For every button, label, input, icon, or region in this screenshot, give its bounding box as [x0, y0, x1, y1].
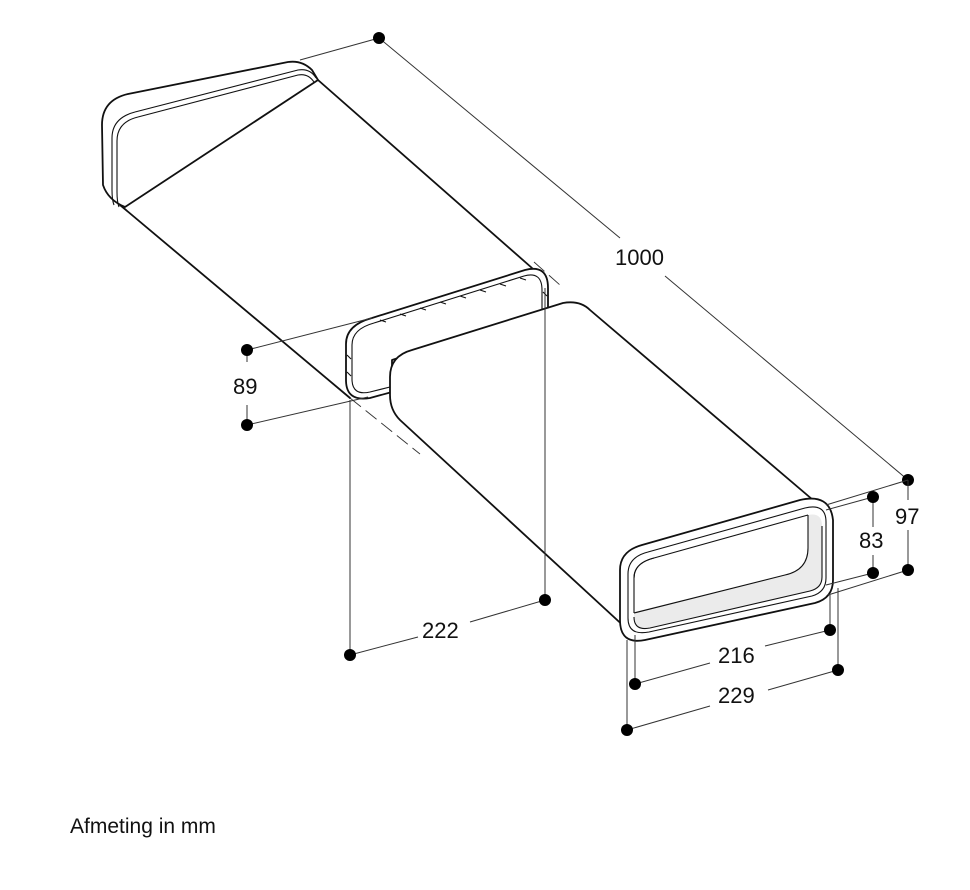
dimension-widths: 216 229: [621, 588, 844, 736]
duct-lower: [389, 301, 834, 642]
duct-connector: [345, 267, 549, 400]
dimension-connector-width: 222: [344, 288, 551, 661]
dimension-label-1000: 1000: [615, 245, 664, 270]
dimension-connector-height: 89: [233, 317, 373, 431]
dimension-label-83: 83: [859, 528, 883, 553]
dimension-label-89: 89: [233, 374, 257, 399]
duct-upper: [101, 60, 533, 399]
unit-caption: Afmeting in mm: [70, 815, 216, 838]
dimension-label-97: 97: [895, 504, 919, 529]
dimension-heights: 83 97: [825, 479, 919, 596]
dimension-length: 1000: [299, 32, 914, 486]
dimension-label-222: 222: [422, 618, 459, 643]
dimension-label-229: 229: [718, 683, 755, 708]
dimension-label-216: 216: [718, 643, 755, 668]
dimension-point: [373, 32, 385, 44]
